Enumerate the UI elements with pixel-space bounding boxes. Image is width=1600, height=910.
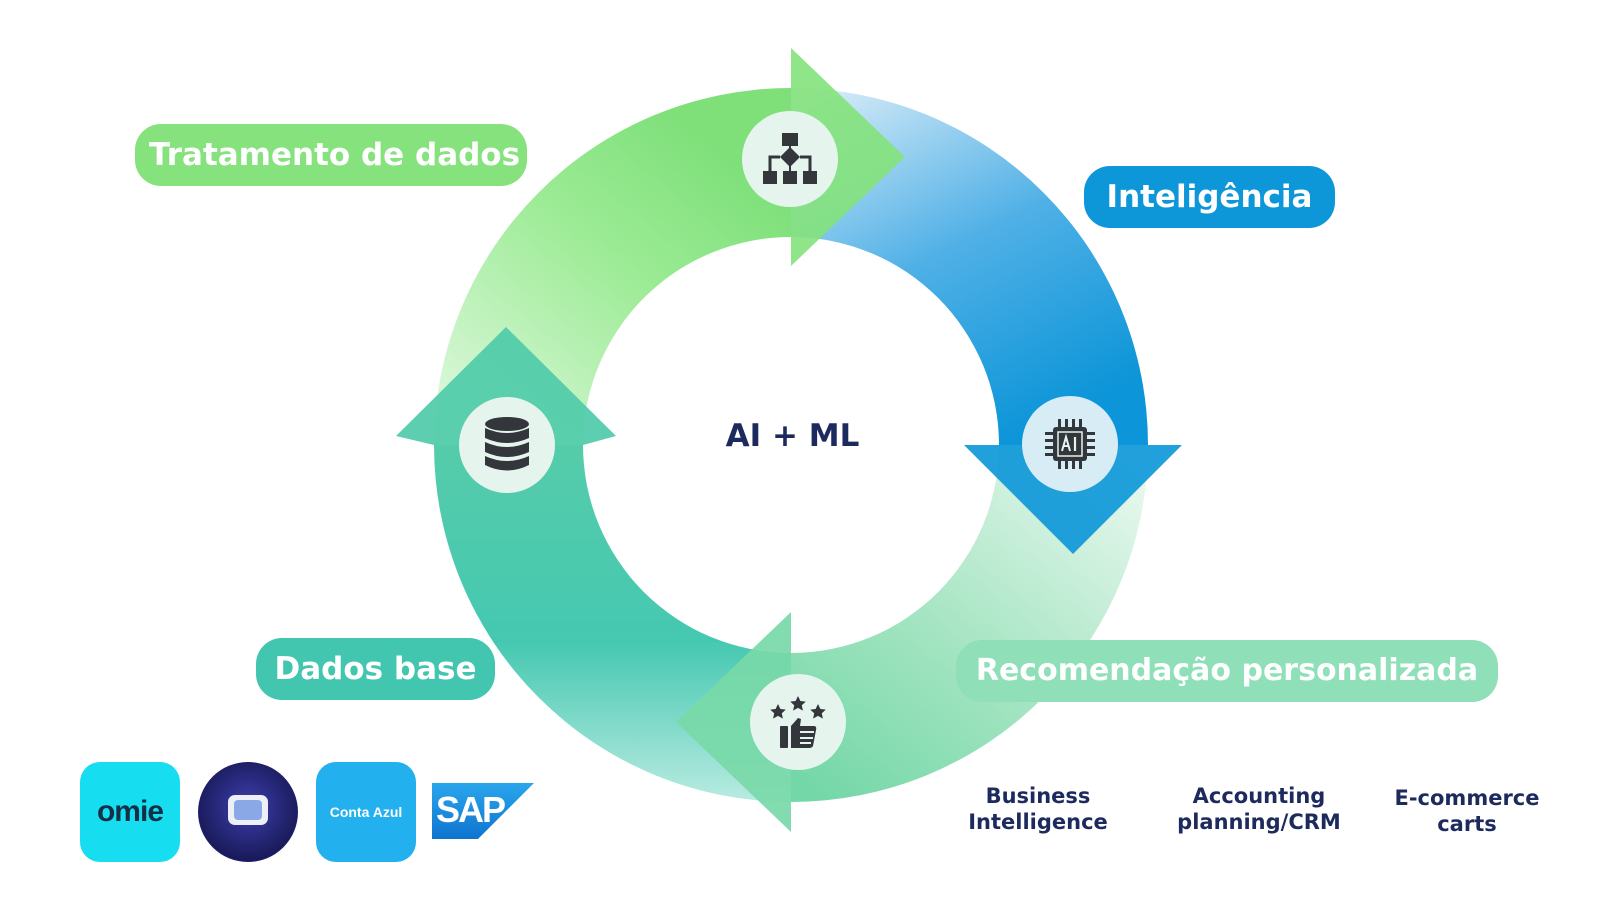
application-label-line1: E-commerce <box>1394 786 1540 810</box>
application-label-line2: Intelligence <box>968 810 1108 834</box>
sap-logo-text: SAP <box>436 789 506 830</box>
stage-label-recommendation: Recomendação personalizada <box>956 640 1498 702</box>
application-accounting-crm: Accounting planning/CRM <box>1166 783 1352 835</box>
stage-label-treatment: Tratamento de dados <box>135 124 527 186</box>
stage-label-intelligence: Inteligência <box>1084 166 1335 228</box>
database-icon <box>459 397 555 493</box>
totvs-logo <box>198 762 298 862</box>
omie-logo: omie <box>80 762 180 862</box>
omie-logo-text: omie <box>96 795 164 828</box>
conta-azul-logo-text: Conta Azul <box>329 804 403 820</box>
stage-label-base: Dados base <box>256 638 495 700</box>
application-label-line1: Business <box>985 784 1091 808</box>
flowchart-icon <box>742 111 838 207</box>
application-ecommerce: E-commerce carts <box>1390 785 1544 837</box>
arrowhead-recommendation <box>676 612 791 832</box>
application-label-line1: Accounting <box>1192 784 1326 808</box>
arrowhead-base <box>396 327 616 445</box>
ai-chip-icon <box>1022 396 1118 492</box>
application-label-line2: carts <box>1437 812 1497 836</box>
center-label: AI + ML <box>725 418 860 454</box>
application-business-intelligence: Business Intelligence <box>958 783 1118 835</box>
thumbs-up-stars-icon <box>750 674 846 770</box>
application-label-line2: planning/CRM <box>1177 810 1341 834</box>
arrowhead-treatment <box>791 48 905 266</box>
conta-azul-logo: Conta Azul <box>316 762 416 862</box>
sap-logo: SAP <box>432 783 534 839</box>
arrowhead-intelligence <box>964 445 1182 554</box>
